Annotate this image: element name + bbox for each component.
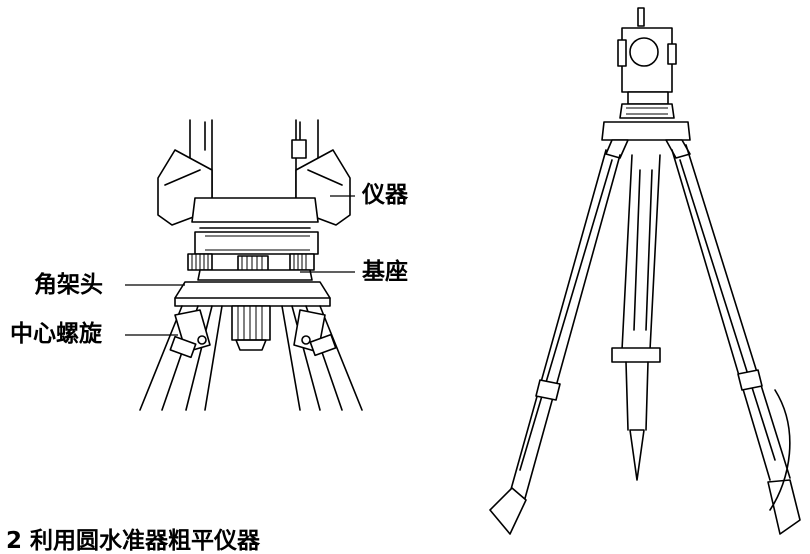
label-instrument: 仪器	[362, 182, 408, 208]
label-base: 基座	[362, 259, 408, 285]
tripod-head-plate	[174, 281, 331, 351]
label-tripod-head: 角架头	[34, 272, 103, 298]
closeup-tripod-legs	[139, 305, 363, 411]
label-center-screw: 中心螺旋	[10, 321, 102, 347]
instrument-head	[617, 7, 677, 119]
caption: 2 利用圆水准器粗平仪器	[6, 528, 261, 554]
tribrach-base	[187, 231, 319, 281]
tripod-legs	[489, 144, 801, 535]
instrument-upper-body	[157, 119, 351, 229]
tripod-top	[601, 121, 691, 159]
